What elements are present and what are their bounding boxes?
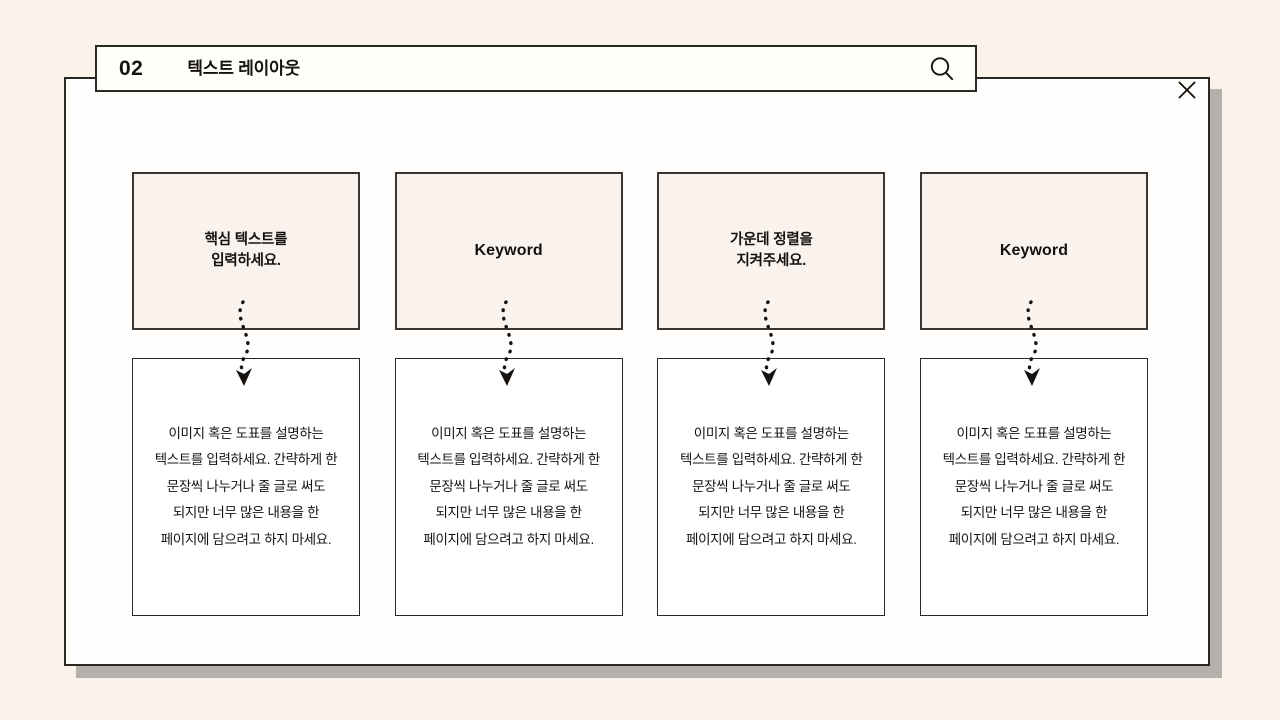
description-box: 이미지 혹은 도표를 설명하는 텍스트를 입력하세요. 간략하게 한 문장씩 나… (919, 358, 1148, 616)
connector-arrow (132, 300, 360, 386)
description-text: 이미지 혹은 도표를 설명하는 텍스트를 입력하세요. 간략하게 한 문장씩 나… (417, 425, 600, 547)
close-button[interactable] (1172, 75, 1202, 105)
content-column: 가운데 정렬을 지켜주세요. 이미지 혹은 도표를 설명하는 텍스트를 입력하세… (657, 172, 886, 616)
connector-arrow (395, 300, 623, 386)
page-title: 텍스트 레이아웃 (187, 59, 300, 78)
content-columns: 핵심 텍스트를 입력하세요. 이미지 혹은 도표를 설명하는 텍스트를 입력하세… (132, 172, 1148, 616)
content-column: Keyword 이미지 혹은 도표를 설명하는 텍스트를 입력하세요. 간략하게… (919, 172, 1148, 616)
description-box: 이미지 혹은 도표를 설명하는 텍스트를 입력하세요. 간략하게 한 문장씩 나… (132, 358, 360, 616)
section-number: 02 (119, 57, 144, 80)
connector-arrow (920, 300, 1148, 386)
keyword-label: 핵심 텍스트를 입력하세요. (204, 231, 288, 269)
keyword-label: 가운데 정렬을 지켜주세요. (729, 231, 813, 269)
keyword-card[interactable]: 가운데 정렬을 지켜주세요. (657, 172, 886, 330)
keyword-card[interactable]: Keyword (919, 172, 1148, 330)
content-column: Keyword 이미지 혹은 도표를 설명하는 텍스트를 입력하세요. 간략하게… (394, 172, 623, 616)
description-text: 이미지 혹은 도표를 설명하는 텍스트를 입력하세요. 간략하게 한 문장씩 나… (680, 425, 863, 547)
connector-arrow (657, 300, 885, 386)
keyword-label: Keyword (474, 242, 543, 260)
description-box: 이미지 혹은 도표를 설명하는 텍스트를 입력하세요. 간략하게 한 문장씩 나… (394, 358, 623, 616)
description-text: 이미지 혹은 도표를 설명하는 텍스트를 입력하세요. 간략하게 한 문장씩 나… (942, 425, 1126, 547)
description-box: 이미지 혹은 도표를 설명하는 텍스트를 입력하세요. 간략하게 한 문장씩 나… (657, 358, 886, 616)
keyword-label: Keyword (999, 242, 1069, 260)
description-text: 이미지 혹은 도표를 설명하는 텍스트를 입력하세요. 간략하게 한 문장씩 나… (154, 425, 338, 547)
keyword-card[interactable]: Keyword (394, 172, 623, 330)
slide-header-bar: 02 텍스트 레이아웃 (95, 45, 977, 92)
search-icon[interactable] (927, 54, 957, 84)
keyword-card[interactable]: 핵심 텍스트를 입력하세요. (132, 172, 360, 330)
content-column: 핵심 텍스트를 입력하세요. 이미지 혹은 도표를 설명하는 텍스트를 입력하세… (132, 172, 360, 616)
